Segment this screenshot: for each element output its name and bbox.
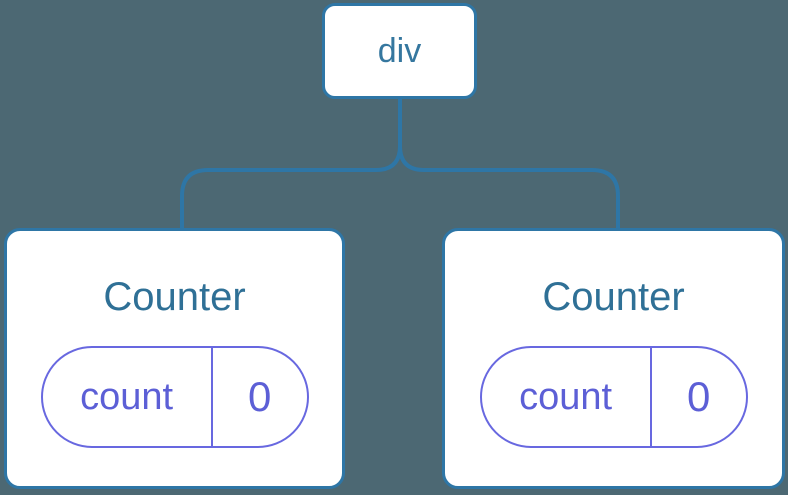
state-value: 0 xyxy=(686,373,711,420)
counter-node-left: Counter count 0 xyxy=(4,228,345,489)
state-value: 0 xyxy=(247,373,272,420)
state-key: count xyxy=(482,348,652,446)
root-node-div: div xyxy=(322,3,477,99)
state-key: count xyxy=(43,348,213,446)
connector-left-branch xyxy=(180,97,402,231)
root-node-label: div xyxy=(377,31,422,70)
state-pill: count 0 xyxy=(479,346,748,448)
counter-node-right: Counter count 0 xyxy=(442,228,785,489)
state-pill: count 0 xyxy=(40,346,309,448)
component-title: Counter xyxy=(542,275,685,319)
component-title: Counter xyxy=(103,275,246,319)
connector-right-branch xyxy=(398,97,620,231)
